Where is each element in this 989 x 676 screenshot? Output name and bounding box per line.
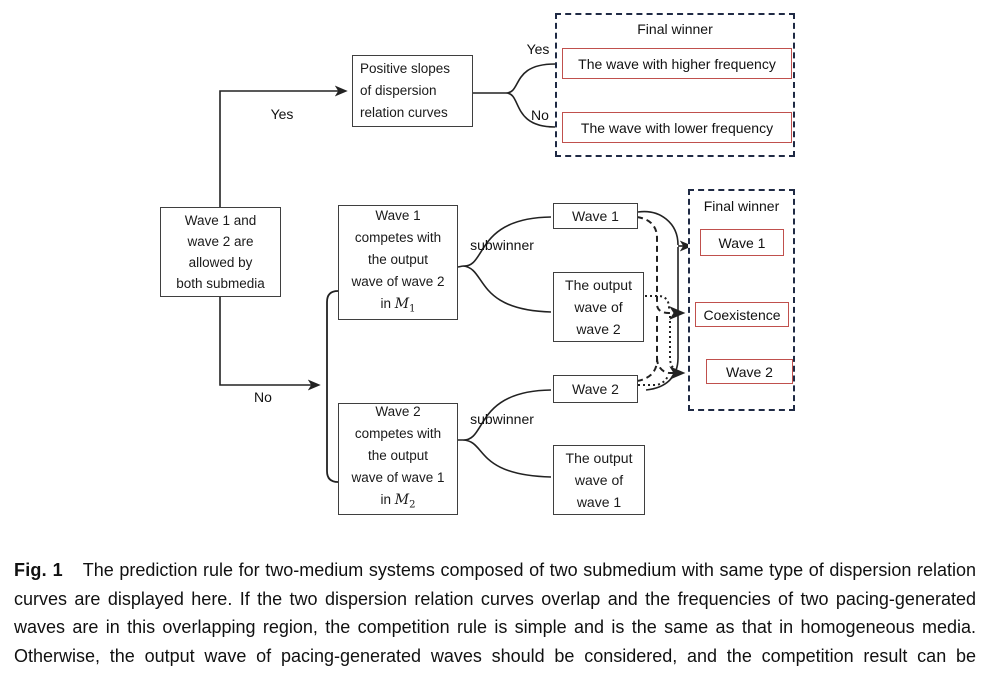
figure-caption-label: Fig. 1 [14, 560, 63, 580]
result-wave2-box: Wave 2 [706, 359, 793, 384]
output-wave1-outcome-box: The output wave of wave 1 [553, 445, 645, 515]
root-condition-box: Wave 1 and wave 2 are allowed by both su… [160, 207, 281, 297]
subwinner-label-2: subwinner [470, 411, 534, 427]
result-lower-frequency-box: The wave with lower frequency [562, 112, 792, 143]
wave2-outcome-box: Wave 2 [553, 375, 638, 403]
no-branch-label: No [254, 389, 272, 405]
final-winner-wave-panel: Final winner Wave 1 Coexistence Wave 2 [688, 189, 795, 411]
result-wave1-box: Wave 1 [700, 229, 784, 256]
final-winner-title-2: Final winner [703, 198, 780, 214]
wave1-competes-medium: in M1 [380, 295, 416, 315]
result-coexistence-box: Coexistence [695, 302, 789, 327]
result-higher-frequency-box: The wave with higher frequency [562, 48, 792, 79]
slopes-no-label: No [531, 107, 549, 123]
final-winner-frequency-panel: Final winner The wave with higher freque… [555, 13, 795, 157]
wave1-competes-box: Wave 1 competes with the output wave of … [338, 205, 458, 320]
wave2-competes-text: Wave 2 competes with the output wave of … [351, 404, 445, 486]
final-winner-title: Final winner [637, 21, 713, 37]
output-wave2-outcome-box: The output wave of wave 2 [553, 272, 644, 342]
wave1-competes-text: Wave 1 competes with the output wave of … [351, 207, 445, 289]
yes-branch-label: Yes [270, 106, 294, 122]
figure-caption-text: The prediction rule for two-medium syste… [14, 560, 976, 676]
wave2-competes-box: Wave 2 competes with the output wave of … [338, 403, 458, 515]
subwinner-label-1: subwinner [470, 237, 534, 253]
positive-slopes-box: Positive slopes of dispersion relation c… [352, 55, 473, 127]
slopes-yes-label: Yes [526, 41, 550, 57]
wave2-competes-medium: in M2 [380, 492, 416, 511]
wave1-outcome-box: Wave 1 [553, 203, 638, 229]
